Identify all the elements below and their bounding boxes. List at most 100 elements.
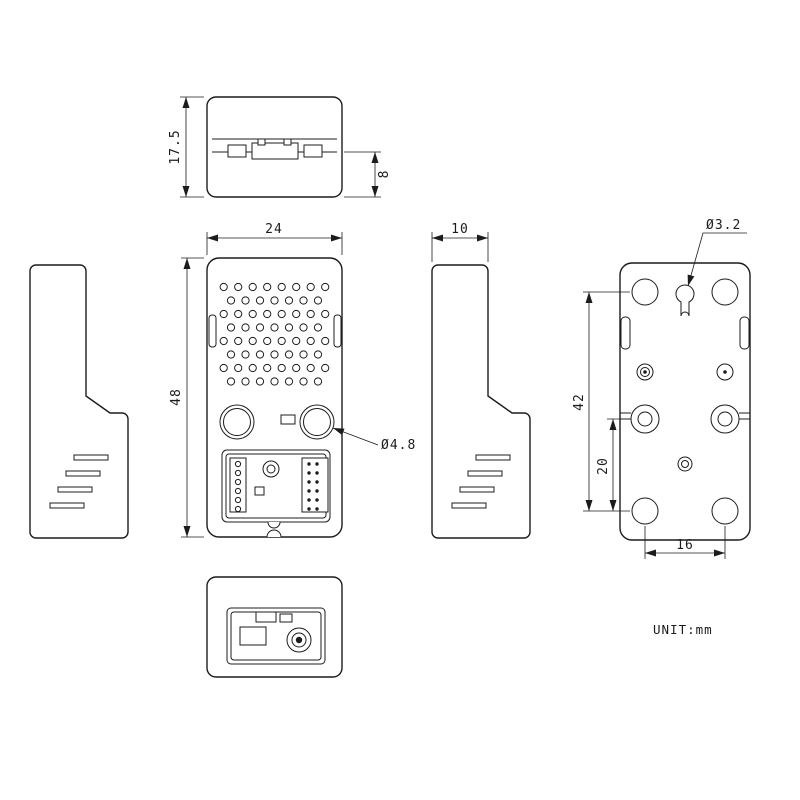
grille-dot xyxy=(284,377,294,386)
latch-right xyxy=(303,144,323,158)
grille-dot xyxy=(277,309,286,319)
grille-dot xyxy=(321,282,330,292)
grille-dot xyxy=(284,323,294,332)
grille-dot xyxy=(313,350,323,359)
grille-dot xyxy=(306,282,315,292)
grille-dot xyxy=(241,350,250,359)
standoff-hole-inner xyxy=(266,464,276,474)
grille-dot xyxy=(226,296,236,305)
grille-dot xyxy=(321,363,330,373)
screw-boss-right-inner xyxy=(303,408,331,436)
callout-label-front-hole: Ø4.8 xyxy=(381,438,416,453)
grille-dot xyxy=(241,323,250,332)
grille-dot xyxy=(306,363,315,373)
dim-label-top-step: 8 xyxy=(377,170,392,179)
back-clip-left xyxy=(620,316,631,350)
grille-dot xyxy=(270,350,279,359)
left-side-view xyxy=(29,264,129,539)
grille-dot xyxy=(284,296,294,305)
grille-dot xyxy=(248,336,257,346)
right-view-pins xyxy=(451,454,511,509)
dimension-back-lower: 20 xyxy=(596,418,628,511)
smd-pad xyxy=(254,486,265,496)
grille-dot xyxy=(277,363,286,373)
grille-dot xyxy=(284,350,294,359)
grille-dot xyxy=(313,296,323,305)
bottom-screw-dot xyxy=(295,636,303,644)
dim-label-back-vertical: 42 xyxy=(572,393,587,411)
grille-dot xyxy=(292,363,301,373)
grille-dot xyxy=(234,363,243,373)
leader-line xyxy=(687,232,747,287)
clip-tab-a xyxy=(257,138,266,146)
grille-dot xyxy=(241,377,250,386)
grille-dot xyxy=(255,323,265,332)
grille-dot xyxy=(263,282,272,292)
grille-dot xyxy=(313,323,323,332)
grove-port-opening xyxy=(239,626,267,646)
top-view xyxy=(206,96,343,198)
dimension-front-width: 24 xyxy=(206,222,343,255)
dim-label-back-lower: 20 xyxy=(596,457,611,475)
grove-pin xyxy=(451,502,487,509)
screw-boss-left-inner xyxy=(223,408,251,436)
callout-back-hole: Ø3.2 xyxy=(687,218,747,287)
grille-dot xyxy=(292,282,301,292)
right-side-view xyxy=(431,264,531,539)
grove-pin xyxy=(73,454,109,461)
grille-dot xyxy=(255,377,265,386)
side-clip-left xyxy=(208,314,217,348)
grille-dot xyxy=(234,336,243,346)
callout-front-hole: Ø4.8 xyxy=(332,427,416,453)
grille-dot xyxy=(263,309,272,319)
grille-dot xyxy=(248,363,257,373)
bottom-bump xyxy=(266,529,282,538)
grove-pin xyxy=(57,486,93,493)
corner-hole-top-right xyxy=(711,278,739,306)
dim-label-back-hole-spacing: 16 xyxy=(676,538,694,553)
grille-dot xyxy=(226,350,236,359)
grille-dot xyxy=(241,296,250,305)
front-view xyxy=(206,257,343,538)
grove-pin xyxy=(49,502,85,509)
grille-dot xyxy=(248,309,257,319)
grille-dot xyxy=(313,377,323,386)
dim-label-front-height: 48 xyxy=(169,388,184,406)
grove-pin xyxy=(475,454,511,461)
keyhole-slot xyxy=(675,284,695,317)
dim-label-front-width: 24 xyxy=(265,222,283,237)
grille-dot xyxy=(270,377,279,386)
left-view-body xyxy=(29,264,129,539)
screw-hole-left-dot xyxy=(643,370,647,374)
grille-dot xyxy=(321,336,330,346)
grille-dot xyxy=(292,309,301,319)
dimension-front-height: 48 xyxy=(169,257,204,538)
dimension-top-step: 8 xyxy=(344,151,392,198)
mount-hole-left-inner xyxy=(637,411,653,427)
grille-dot xyxy=(270,296,279,305)
grille-dot xyxy=(292,336,301,346)
grille-dot xyxy=(226,377,236,386)
dimension-side-depth: 10 xyxy=(431,222,489,262)
dimension-back-hole-spacing: 16 xyxy=(644,526,726,559)
dimension-top-depth: 17.5 xyxy=(168,96,204,198)
grille-dot xyxy=(306,336,315,346)
port-key-b xyxy=(279,613,293,623)
corner-hole-bottom-left xyxy=(631,497,659,525)
right-view-body xyxy=(431,264,531,539)
pin-header-right-pads xyxy=(307,462,319,511)
grove-pin xyxy=(459,486,495,493)
left-view-pins xyxy=(49,454,109,509)
pin-header-right xyxy=(301,457,329,513)
grille-dot xyxy=(234,282,243,292)
center-hole-inner xyxy=(681,460,689,468)
grille-dot xyxy=(219,363,228,373)
grille-dot xyxy=(219,309,228,319)
speaker-grille xyxy=(219,282,330,386)
pin-header-left-holes xyxy=(234,460,242,513)
grille-dot xyxy=(226,323,236,332)
grille-dot xyxy=(306,309,315,319)
back-view xyxy=(619,262,751,541)
grille-dot xyxy=(263,336,272,346)
